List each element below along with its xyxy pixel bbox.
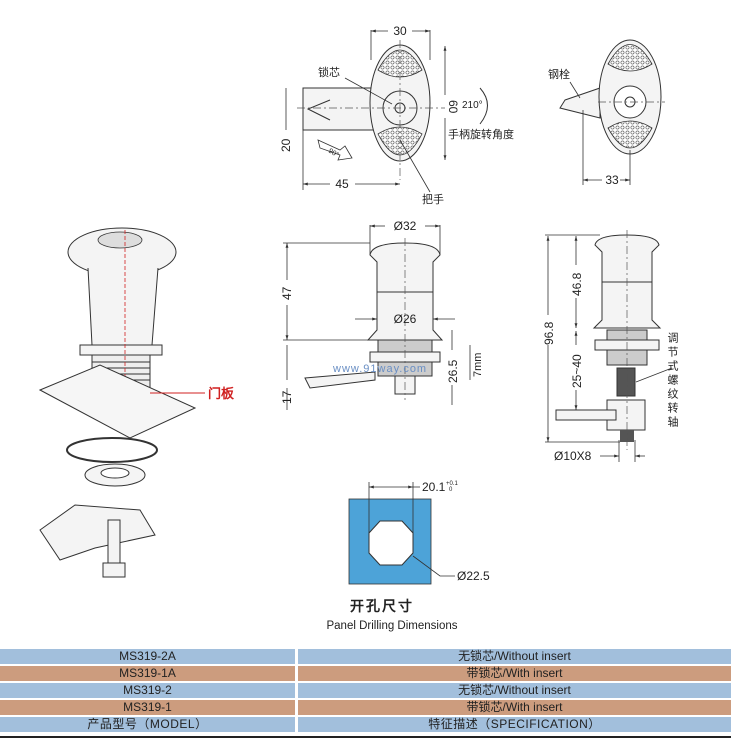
side-view: Ø32 Ø26 47 17 26.5 7mm www.91way.com: [280, 219, 484, 410]
door-panel: [38, 364, 197, 439]
panel-title-en: Panel Drilling Dimensions: [326, 620, 457, 632]
table-row: MS319-1A 带锁芯/With insert: [0, 666, 731, 681]
label-adjustable-shaft: 调节式螺纹转轴: [666, 332, 679, 430]
dim-range: 25~40: [570, 354, 584, 388]
dim-body-dia: Ø26: [394, 312, 417, 326]
watermark: www.91way.com: [332, 363, 427, 375]
table-row: MS319-2A 无锁芯/Without insert: [0, 649, 731, 664]
panel-cutout: 20.1 +0.1 0 Ø22.5 开孔尺寸 Panel Drilling Di…: [326, 480, 490, 632]
dim-thread: 26.5: [446, 359, 460, 383]
cutout-hole: [368, 520, 414, 566]
label-door-panel: 门板: [208, 386, 235, 401]
label-steel-bolt: 钢栓: [548, 67, 570, 81]
dim-flat: 20.1: [422, 480, 446, 494]
dim-length: 45: [335, 177, 349, 191]
dim-cam-width: 20: [279, 138, 293, 152]
dim-upper: 46.8: [570, 272, 584, 296]
rotation-arrow-icon: [479, 87, 488, 125]
bottom-divider: [0, 736, 731, 738]
cam-tip: [306, 99, 331, 121]
exploded-view: 门板: [38, 227, 235, 578]
dim-height: 47: [280, 286, 294, 300]
tolerance-upper: +0.1: [446, 481, 459, 487]
table-row: MS319-2 无锁芯/Without insert: [0, 683, 731, 698]
panel-title-cn: 开孔尺寸: [350, 598, 414, 614]
dim-shaft: Ø10X8: [554, 449, 592, 463]
rotation-angle: 210°: [462, 100, 483, 111]
model-cell: MS319-2A: [0, 649, 295, 664]
cam-angle: 90°: [327, 147, 340, 159]
dim-height: 60: [446, 100, 460, 114]
dim-cam: 17: [280, 390, 294, 404]
header-model: 产品型号（MODEL）: [0, 717, 295, 732]
dim-head-dia: Ø32: [394, 219, 417, 233]
technical-drawing: 30 60 20 45 锁芯 把手 210° 手柄旋转角度 90° 钢栓 33: [38, 24, 679, 632]
side-view-adjustable: 96.8 46.8 25~40 Ø10X8 调节式螺纹转轴: [542, 230, 679, 463]
dim-total: 96.8: [542, 321, 556, 345]
top-view-front: 30 60 20 45 锁芯 把手 210° 手柄旋转角度 90°: [279, 24, 514, 206]
model-cell: MS319-2: [0, 683, 295, 698]
spec-cell: 无锁芯/Without insert: [295, 683, 731, 698]
table-row: MS319-1 带锁芯/With insert: [0, 700, 731, 715]
label-rotation: 手柄旋转角度: [448, 127, 514, 141]
dim-width: 30: [393, 24, 407, 38]
dim-panel: 7mm: [472, 353, 484, 377]
label-lock-core: 锁芯: [318, 65, 340, 79]
label-handle: 把手: [422, 192, 444, 206]
table-header-row: 产品型号（MODEL） 特征描述（SPECIFICATION）: [0, 717, 731, 732]
dim-width: 33: [605, 173, 619, 187]
spec-cell: 带锁芯/With insert: [295, 666, 731, 681]
tolerance-lower: 0: [449, 487, 453, 493]
model-cell: MS319-1: [0, 700, 295, 715]
top-view-back: 钢栓 33: [548, 39, 665, 187]
dim-dia: Ø22.5: [457, 569, 490, 583]
model-cell: MS319-1A: [0, 666, 295, 681]
spec-cell: 无锁芯/Without insert: [295, 649, 731, 664]
steel-bolt: [559, 87, 601, 119]
cam-rotation-arrow-icon: [317, 139, 353, 161]
spec-cell: 带锁芯/With insert: [295, 700, 731, 715]
model-spec-table: MS319-2A 无锁芯/Without insert MS319-1A 带锁芯…: [0, 647, 731, 734]
header-spec: 特征描述（SPECIFICATION）: [295, 717, 731, 732]
